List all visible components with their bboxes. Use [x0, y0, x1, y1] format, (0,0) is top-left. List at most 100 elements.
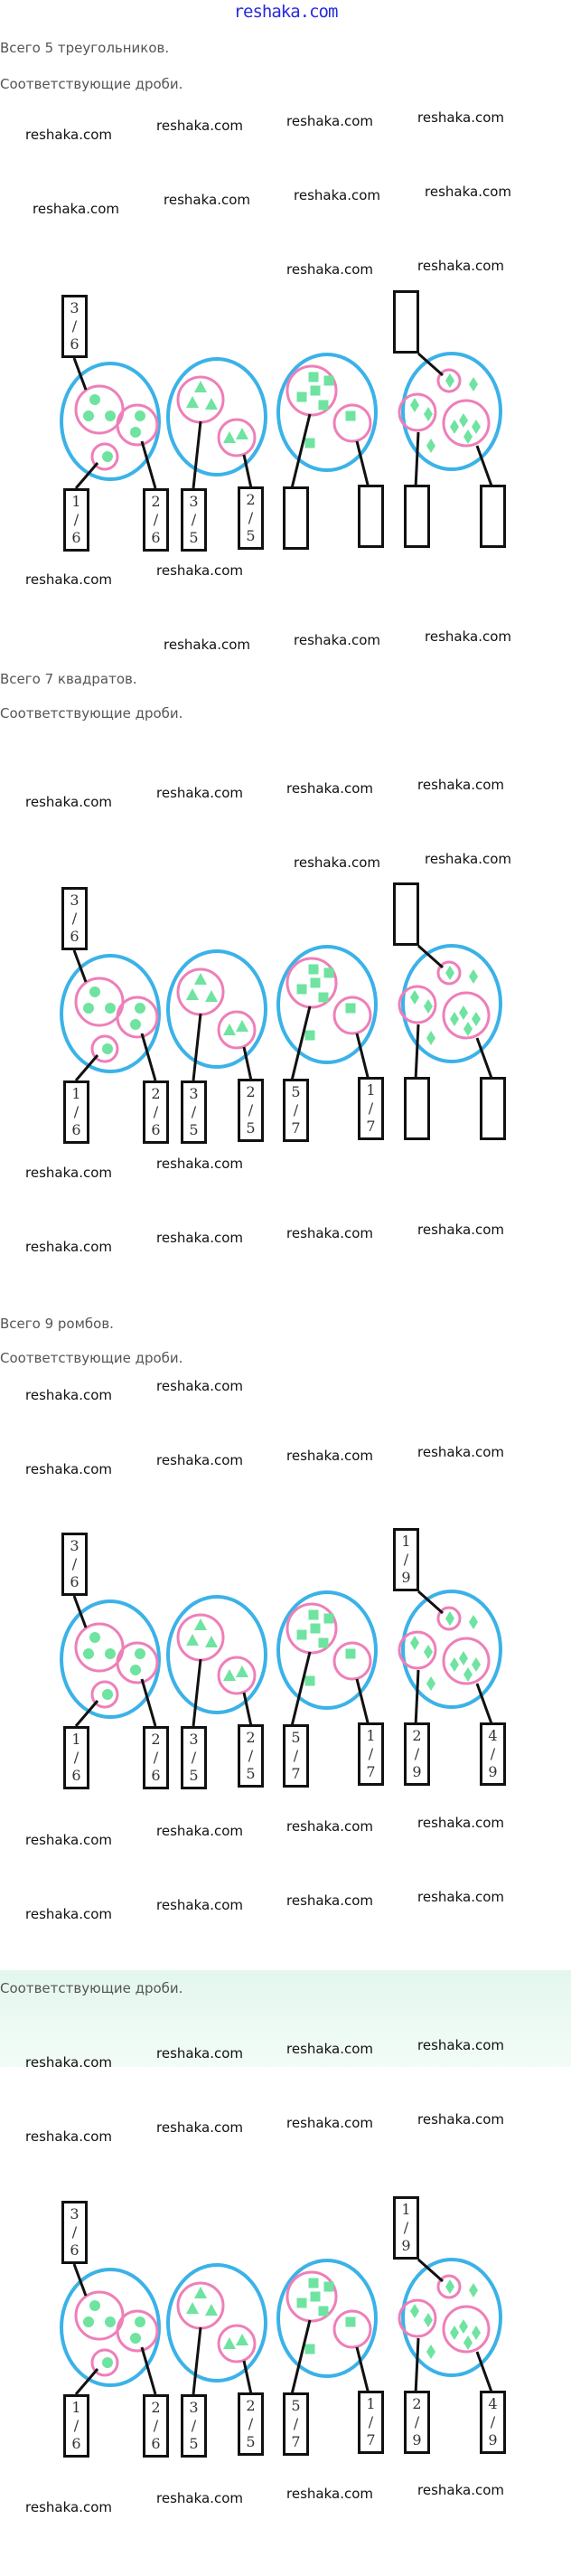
watermark-text: reshaka.com [156, 1823, 243, 1839]
section-3-fractions-label: Соответствующие дроби. [0, 1350, 183, 1366]
triangle-shape [236, 1665, 248, 1677]
watermark-text: reshaka.com [425, 184, 511, 200]
connector-line [140, 1033, 157, 1081]
triangle-shape [194, 2287, 207, 2298]
watermark-text: reshaka.com [286, 113, 373, 129]
subgroup-circle [90, 1034, 119, 1063]
connector-line [417, 1590, 444, 1615]
diagram-drawing [60, 2258, 502, 2395]
watermark-text: reshaka.com [417, 258, 504, 274]
site-title-link[interactable]: reshaka.com [233, 2, 339, 22]
triangle-shape [186, 988, 199, 1000]
connector-line [290, 413, 312, 489]
connector-line [242, 1692, 253, 1727]
square-shape [308, 2278, 319, 2288]
rhombus-shape [426, 2345, 435, 2359]
circle-shape [105, 410, 116, 421]
fraction-box-bl1: 1/6 [63, 1080, 89, 1144]
triangle-shape [205, 2304, 218, 2316]
fraction-value: 1/7 [366, 2395, 376, 2449]
fraction-box-b3l: 5/7 [283, 1079, 309, 1142]
circle-shape [102, 1689, 113, 1700]
connector-line [140, 440, 157, 489]
rhombus-shape [426, 439, 435, 453]
triangle-shape [186, 396, 199, 408]
subgroup-circle [217, 1010, 257, 1050]
fraction-value: 2/6 [151, 493, 161, 546]
watermark-text: reshaka.com [164, 192, 250, 208]
rhombus-shape [424, 1645, 433, 1659]
watermark-text: reshaka.com [286, 2115, 373, 2131]
watermark-text: reshaka.com [417, 1222, 504, 1238]
fraction-value: 1/7 [366, 1727, 376, 1780]
subgroup-circle [217, 418, 257, 458]
fraction-box-b3l [283, 486, 309, 550]
rhombus-shape [459, 1651, 468, 1665]
triangle-shape [194, 381, 207, 392]
watermark-text: reshaka.com [25, 2499, 112, 2515]
subgroup-circle [332, 995, 372, 1035]
triangle-shape [223, 1669, 236, 1681]
circle-shape [83, 1648, 94, 1659]
fraction-value: 4/9 [488, 2395, 498, 2449]
fraction-value: 1/6 [71, 2399, 81, 2452]
triangle-shape [223, 2337, 236, 2349]
connector-line [355, 440, 370, 489]
circle-shape [130, 1019, 141, 1030]
rhombus-shape [450, 1012, 459, 1026]
rhombus-shape [459, 413, 468, 428]
fraction-box-bl1: 1/6 [63, 1726, 89, 1789]
subgroup-circle [116, 2309, 159, 2353]
connector-line [414, 1669, 420, 1727]
circle-shape [130, 427, 141, 438]
connector-line [355, 1033, 370, 1081]
triangle-shape [194, 973, 207, 985]
fraction-box-b4r [480, 485, 506, 548]
watermark-text: reshaka.com [425, 628, 511, 645]
subgroup-circle [332, 2309, 372, 2349]
diagram-drawing [60, 944, 502, 1081]
watermark-text: reshaka.com [417, 1889, 504, 1905]
connector-line [192, 420, 202, 489]
subgroup-circle [398, 392, 437, 432]
subgroup-circle [398, 1630, 437, 1670]
watermark-text: reshaka.com [417, 1815, 504, 1831]
fraction-value: 5/7 [291, 1083, 301, 1137]
fraction-value: 2/6 [151, 2399, 161, 2452]
square-shape [296, 392, 307, 402]
subgroup-circle [442, 399, 491, 448]
watermark-text: reshaka.com [25, 1832, 112, 1848]
circle-shape [89, 986, 100, 997]
fraction-box-top_right: 1/9 [393, 1528, 419, 1591]
rhombus-shape [459, 2319, 468, 2334]
fraction-value: 3/6 [70, 2205, 80, 2259]
subgroup-circle [90, 1680, 119, 1709]
rhombus-shape [410, 990, 419, 1005]
fraction-value: 2/9 [412, 1727, 422, 1780]
subgroup-circle [90, 442, 119, 471]
diagram-drawing [60, 352, 502, 489]
fraction-box-top_right [393, 882, 419, 946]
triangle-shape [223, 431, 236, 443]
watermark-text: reshaka.com [156, 1230, 243, 1246]
circle-shape [130, 1665, 141, 1675]
subgroup-circle [217, 1656, 257, 1695]
square-shape [318, 2306, 329, 2317]
connector-line [140, 1678, 157, 1727]
fraction-box-b4l: 2/9 [404, 2391, 430, 2454]
triangle-shape [186, 2302, 199, 2314]
rhombus-shape [459, 1005, 468, 1020]
fraction-box-bl2: 2/6 [143, 488, 169, 552]
fraction-box-b2l: 3/5 [181, 488, 207, 552]
circle-shape [135, 2317, 145, 2327]
subgroup-circle [116, 1641, 159, 1684]
fraction-box-bl1: 1/6 [63, 2394, 89, 2458]
fraction-box-b2r: 2/5 [238, 1079, 264, 1142]
watermark-text: reshaka.com [286, 1225, 373, 1241]
connector-line [192, 1013, 202, 1081]
watermark-text: reshaka.com [25, 1906, 112, 1922]
fraction-box-top_right: 1/9 [393, 2196, 419, 2260]
